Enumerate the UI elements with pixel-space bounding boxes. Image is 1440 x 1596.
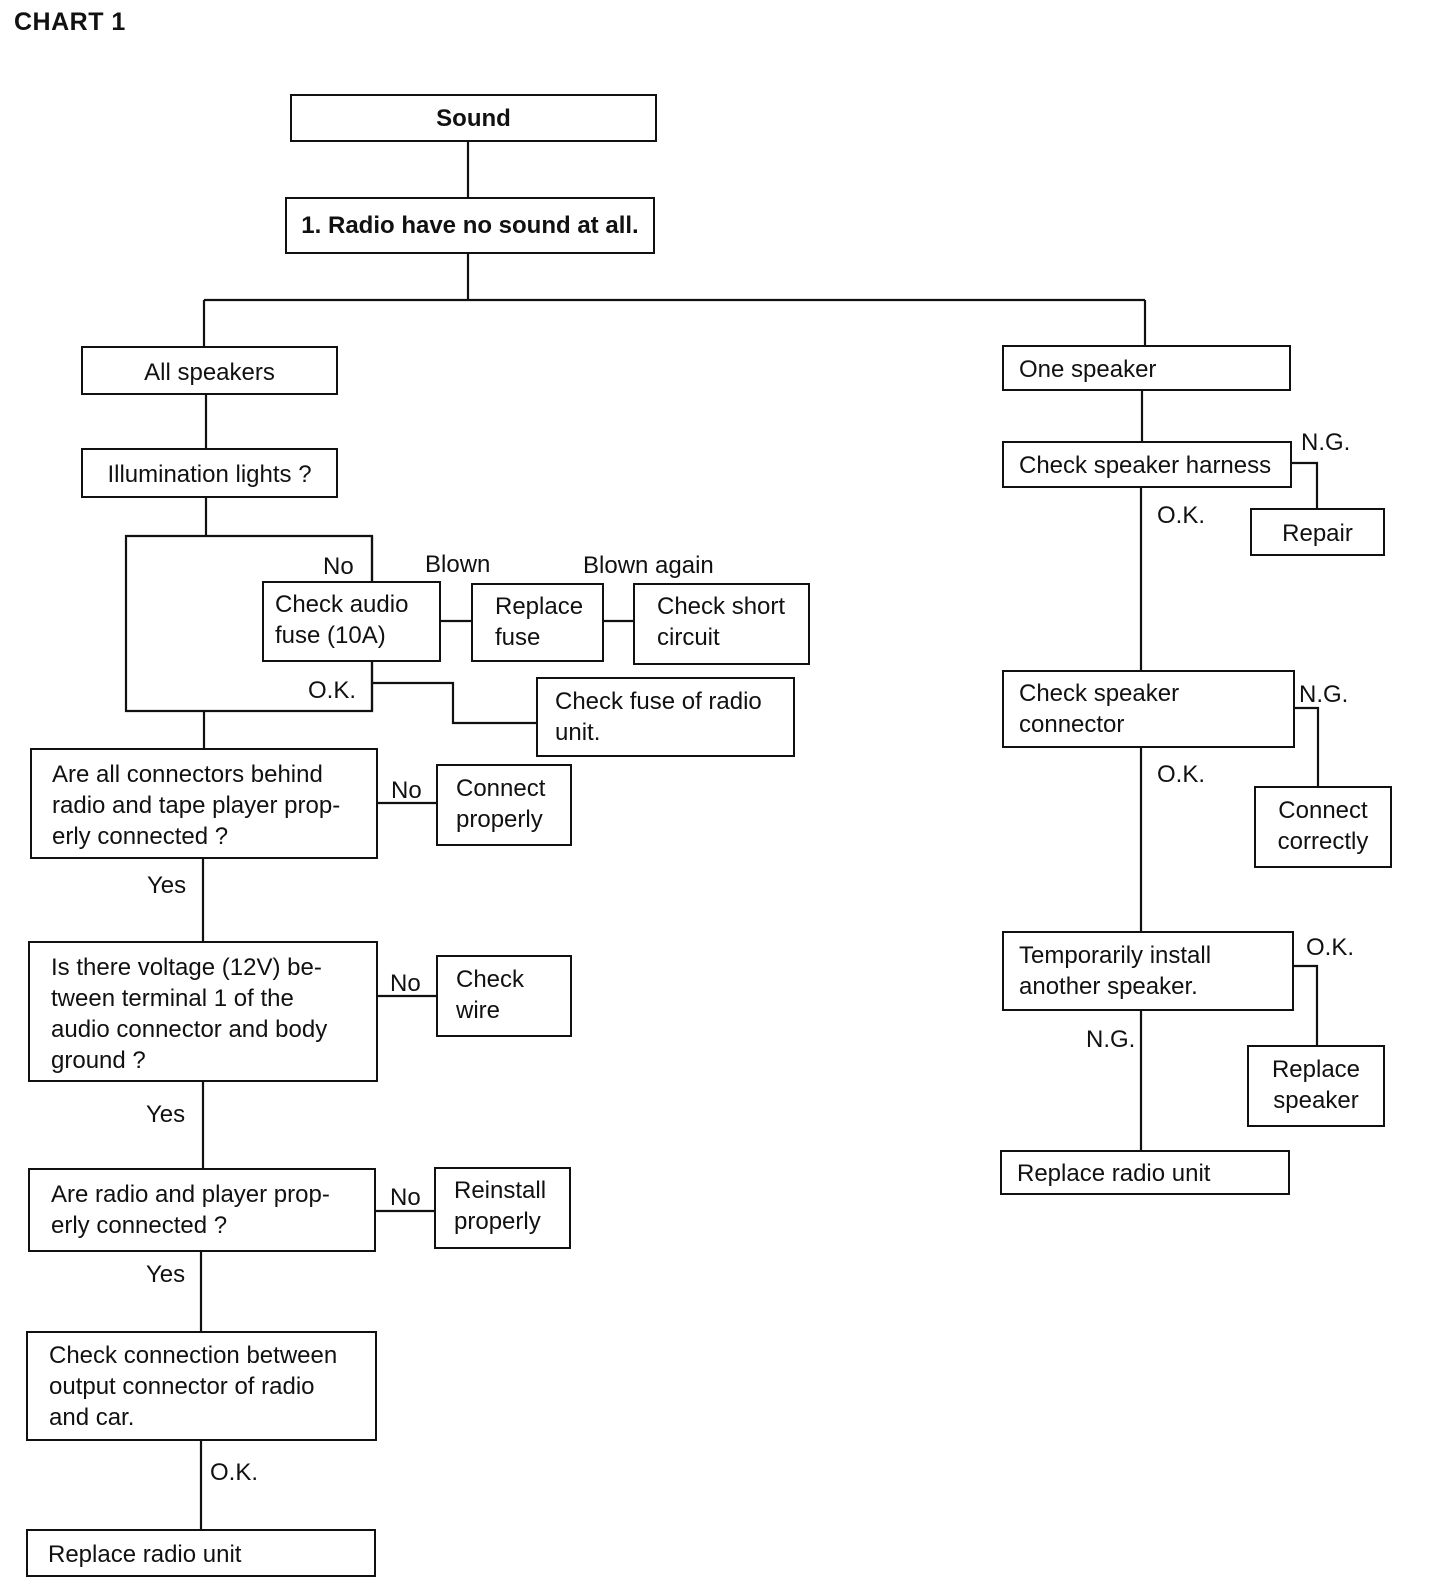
node-check-fuse-radio: Check fuse of radio unit. — [536, 677, 795, 757]
label-no-fuse: No — [323, 553, 354, 580]
node-reinstall-properly: Reinstall properly — [434, 1167, 571, 1249]
node-connect-correctly: Connect correctly — [1254, 786, 1392, 868]
label-ok-temp: O.K. — [1306, 934, 1355, 961]
label-no-radio-player: No — [390, 1184, 421, 1211]
node-illumination: Illumination lights ? — [81, 448, 338, 498]
node-radio-player-question: Are radio and player prop- erly connecte… — [28, 1168, 376, 1252]
node-replace-fuse: Replace fuse — [471, 583, 604, 662]
chart-title: CHART 1 — [14, 8, 126, 36]
label-ok-harness: O.K. — [1157, 502, 1206, 529]
node-no-sound: 1. Radio have no sound at all. — [285, 197, 655, 254]
label-yes-connectors: Yes — [147, 872, 187, 899]
label-ng-temp: N.G. — [1086, 1026, 1136, 1053]
label-ok-connection: O.K. — [210, 1459, 259, 1486]
node-check-short-circuit: Check short circuit — [633, 583, 810, 665]
node-one-speaker: One speaker — [1002, 345, 1291, 391]
label-no-connectors: No — [391, 777, 422, 804]
node-check-connection: Check connection between output connecto… — [26, 1331, 377, 1441]
node-temp-install: Temporarily install another speaker. — [1002, 931, 1294, 1011]
label-ng-connector: N.G. — [1299, 681, 1349, 708]
node-all-speakers: All speakers — [81, 346, 338, 395]
node-check-audio-fuse: Check audio fuse (10A) — [262, 581, 441, 662]
label-no-voltage: No — [390, 970, 421, 997]
node-voltage-question: Is there voltage (12V) be- tween termina… — [28, 941, 378, 1082]
label-ok-connector: O.K. — [1157, 761, 1206, 788]
node-connect-properly: Connect properly — [436, 764, 572, 846]
node-sound: Sound — [290, 94, 657, 142]
label-blown: Blown — [425, 551, 491, 578]
node-replace-radio-left: Replace radio unit — [26, 1529, 376, 1577]
label-ng-harness: N.G. — [1301, 429, 1351, 456]
node-check-harness: Check speaker harness — [1002, 441, 1292, 488]
node-replace-radio-right: Replace radio unit — [1000, 1150, 1290, 1195]
node-check-wire: Check wire — [436, 955, 572, 1037]
label-blown-again: Blown again — [583, 552, 714, 579]
node-repair: Repair — [1250, 508, 1385, 556]
node-connectors-question: Are all connectors behind radio and tape… — [30, 748, 378, 859]
node-check-connector: Check speaker connector — [1002, 670, 1295, 748]
label-yes-voltage: Yes — [146, 1101, 186, 1128]
label-yes-radio-player: Yes — [146, 1261, 186, 1288]
label-ok-fuse: O.K. — [308, 677, 357, 704]
node-replace-speaker: Replace speaker — [1247, 1045, 1385, 1127]
